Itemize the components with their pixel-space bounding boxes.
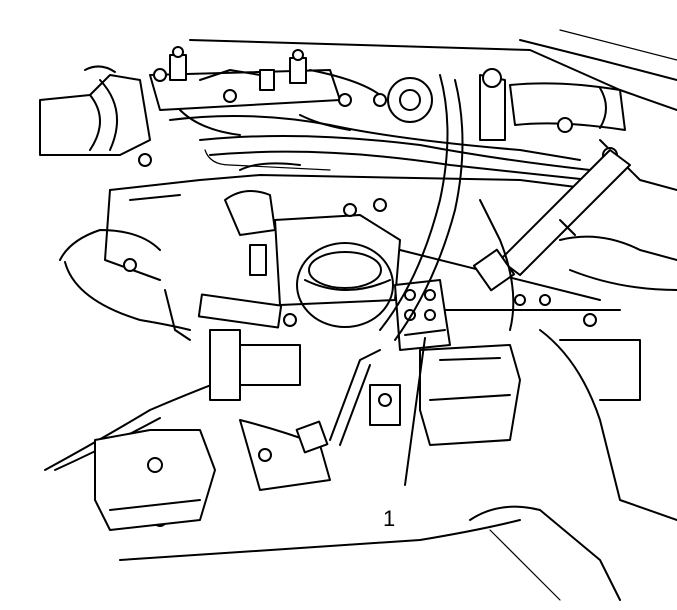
heater-hose-right [472, 149, 631, 292]
callout-label-1: 1 [383, 506, 395, 531]
fuel-lines [169, 109, 591, 181]
fuel-pressure-regulator [394, 279, 451, 351]
engine-block [104, 174, 677, 521]
air-intake-duct [39, 65, 151, 156]
egr-valve [387, 68, 506, 141]
upper-radiator-hose [509, 82, 626, 131]
vacuum-hoses-center [295, 74, 515, 454]
callout-1: 1 [383, 337, 426, 531]
throttle-body [274, 214, 401, 328]
vacuum-canister [224, 190, 276, 276]
power-steering-pump [369, 344, 521, 446]
sensor-connectors [164, 289, 301, 401]
fuel-injector-rail [149, 46, 387, 111]
frame-rail [119, 505, 621, 601]
lower-bracket [94, 419, 331, 531]
